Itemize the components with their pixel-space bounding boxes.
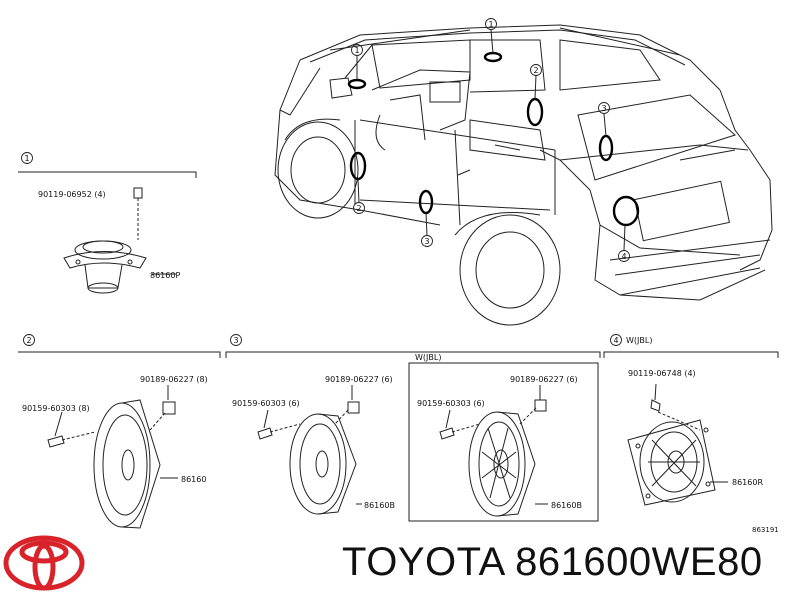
part-number-90159-60303-6-jbl: 90159-60303 (6) bbox=[417, 399, 485, 408]
svg-text:3: 3 bbox=[233, 336, 238, 345]
speaker-86160-drawing bbox=[47, 385, 178, 529]
speaker-86160p-drawing bbox=[63, 187, 176, 294]
svg-text:4: 4 bbox=[613, 336, 618, 345]
svg-text:2: 2 bbox=[356, 204, 361, 213]
part-number-90159-60303-6: 90159-60303 (6) bbox=[232, 399, 300, 408]
part-number-90119-06748: 90119-06748 (4) bbox=[628, 369, 696, 378]
part-number-86160b-jbl: 86160B bbox=[551, 501, 582, 510]
callout-2-vehicle-rear: 2 bbox=[530, 64, 542, 76]
toyota-logo bbox=[3, 535, 85, 591]
svg-text:2: 2 bbox=[533, 66, 538, 75]
group4-tag: W(JBL) bbox=[626, 336, 652, 345]
callout-1-vehicle-front: 1 bbox=[351, 44, 363, 56]
callout-2-vehicle-front: 2 bbox=[353, 202, 365, 214]
callout-3-vehicle-door: 3 bbox=[421, 235, 433, 247]
jbl-subgroup-tag: W(JBL) bbox=[415, 353, 441, 362]
svg-text:3: 3 bbox=[601, 104, 606, 113]
callout-3-vehicle-quarter: 3 bbox=[598, 102, 610, 114]
svg-text:3: 3 bbox=[424, 237, 429, 246]
callout-2-header: 2 bbox=[23, 334, 35, 346]
part-labels: 90119-06952 (4) 86160P 90189-06227 (8) 9… bbox=[22, 190, 779, 534]
svg-text:4: 4 bbox=[621, 252, 626, 261]
part-number-86160b: 86160B bbox=[364, 501, 395, 510]
part-number-90119-06952: 90119-06952 (4) bbox=[38, 190, 106, 199]
callout-4-header: 4 bbox=[610, 334, 622, 346]
callout-1-header: 1 bbox=[21, 152, 33, 164]
speaker-86160b-drawing bbox=[257, 385, 362, 515]
speaker-86160b-jbl-drawing bbox=[439, 385, 548, 517]
part-number-90189-06227-8: 90189-06227 (8) bbox=[140, 375, 208, 384]
suv-illustration bbox=[274, 24, 773, 326]
svg-text:2: 2 bbox=[26, 336, 31, 345]
part-number-90189-06227-6: 90189-06227 (6) bbox=[325, 375, 393, 384]
callout-3-header: 3 bbox=[230, 334, 242, 346]
svg-text:1: 1 bbox=[488, 20, 493, 29]
speaker-86160r-drawing bbox=[627, 383, 728, 506]
callout-4-vehicle-gate: 4 bbox=[618, 250, 630, 262]
part-number-86160r: 86160R bbox=[732, 478, 763, 487]
brand-part-number: TOYOTA 861600WE80 bbox=[342, 540, 763, 584]
callout-1-vehicle-rear: 1 bbox=[485, 18, 497, 30]
svg-text:1: 1 bbox=[354, 46, 359, 55]
callouts: 1 2 3 4 1 1 2 2 3 3 4 bbox=[21, 18, 630, 346]
svg-text:1: 1 bbox=[24, 154, 29, 163]
catalog-number: 863191 bbox=[752, 526, 779, 534]
section-rules bbox=[18, 171, 779, 522]
part-number-86160p: 86160P bbox=[150, 271, 180, 280]
part-number-86160: 86160 bbox=[181, 475, 206, 484]
part-number-90159-60303-8: 90159-60303 (8) bbox=[22, 404, 90, 413]
jbl-subgroup-box bbox=[408, 362, 599, 522]
part-number-90189-06227-6-jbl: 90189-06227 (6) bbox=[510, 375, 578, 384]
